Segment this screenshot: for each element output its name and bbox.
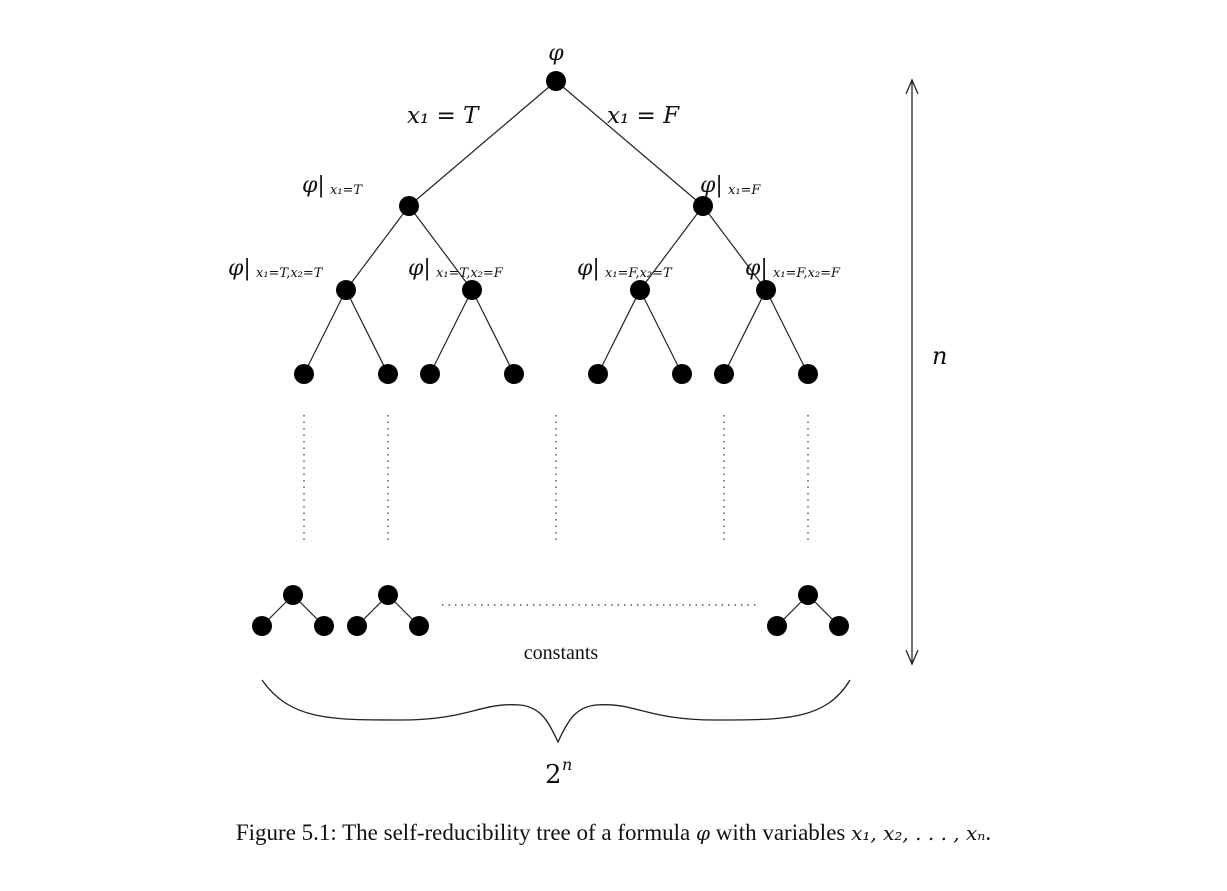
node-root xyxy=(546,71,566,91)
width-label-exponent: n xyxy=(562,755,572,774)
restriction-subscript: x₁=T xyxy=(330,183,363,198)
node xyxy=(756,280,776,300)
node xyxy=(378,585,398,605)
node-leaf xyxy=(314,616,334,636)
edge xyxy=(597,289,641,375)
height-arrow xyxy=(905,78,919,666)
level2-label-2: φ| x₁=T,x₂=F xyxy=(408,256,504,281)
tree-nodes xyxy=(252,71,849,636)
node xyxy=(283,585,303,605)
edge-label-right: x₁ = F xyxy=(607,103,680,129)
node xyxy=(399,196,419,216)
level1-label-left: φ| x₁=T xyxy=(302,173,363,198)
caption-prefix: Figure 5.1: The self-reducibility tree o… xyxy=(235,820,696,845)
figure-caption: Figure 5.1: The self-reducibility tree o… xyxy=(0,820,1227,846)
height-label: n xyxy=(932,342,947,370)
phi-restriction: φ| xyxy=(302,173,325,198)
restriction-subscript: x₁=F xyxy=(728,183,761,198)
level2-label-3: φ| x₁=F,x₂=T xyxy=(577,256,673,281)
width-brace xyxy=(261,679,851,744)
node-leaf xyxy=(829,616,849,636)
node-leaf xyxy=(347,616,367,636)
dotted-continuations xyxy=(303,415,809,606)
caption-middle: with variables xyxy=(709,820,852,845)
restriction-subscript: x₁=T,x₂=T xyxy=(256,266,324,281)
node xyxy=(798,585,818,605)
edge xyxy=(765,289,809,375)
node xyxy=(672,364,692,384)
level1-label-right: φ| x₁=F xyxy=(700,173,761,198)
caption-phi: φ xyxy=(695,821,710,845)
width-label-base: 2 xyxy=(545,760,562,790)
restriction-subscript: x₁=F,x₂=T xyxy=(605,266,673,281)
edge xyxy=(639,289,683,375)
phi-restriction: φ| xyxy=(228,256,251,281)
node-leaf xyxy=(409,616,429,636)
restriction-subscript: x₁=T,x₂=F xyxy=(436,266,504,281)
node xyxy=(714,364,734,384)
node xyxy=(462,280,482,300)
phi-restriction: φ| xyxy=(745,256,768,281)
tree-edges xyxy=(261,80,840,627)
edge xyxy=(303,289,347,375)
edge-label-left: x₁ = T xyxy=(407,103,480,129)
edge xyxy=(345,205,410,291)
phi-restriction: φ| xyxy=(700,173,723,198)
node xyxy=(588,364,608,384)
node xyxy=(798,364,818,384)
node xyxy=(294,364,314,384)
phi-restriction: φ| xyxy=(408,256,431,281)
edge xyxy=(702,205,767,291)
edge xyxy=(639,205,704,291)
node-leaf xyxy=(767,616,787,636)
node xyxy=(504,364,524,384)
level2-label-1: φ| x₁=T,x₂=T xyxy=(228,256,324,281)
phi-restriction: φ| xyxy=(577,256,600,281)
edge xyxy=(471,289,515,375)
arrowhead-down-icon xyxy=(905,649,919,666)
node xyxy=(378,364,398,384)
root-label: φ xyxy=(548,41,564,66)
node xyxy=(420,364,440,384)
leaves-label: constants xyxy=(524,642,599,664)
edge xyxy=(429,289,473,375)
node xyxy=(336,280,356,300)
node xyxy=(693,196,713,216)
node-leaf xyxy=(252,616,272,636)
caption-suffix: . xyxy=(985,820,992,845)
edge-root-right xyxy=(555,80,704,207)
restriction-subscript: x₁=F,x₂=F xyxy=(773,266,841,281)
node xyxy=(630,280,650,300)
caption-variables: x₁, x₂, . . . , xₙ xyxy=(851,821,986,845)
edge xyxy=(723,289,767,375)
edge xyxy=(345,289,389,375)
edge-root-left xyxy=(408,80,557,207)
arrowhead-up-icon xyxy=(905,78,919,95)
level2-label-4: φ| x₁=F,x₂=F xyxy=(745,256,841,281)
edge xyxy=(408,205,473,291)
